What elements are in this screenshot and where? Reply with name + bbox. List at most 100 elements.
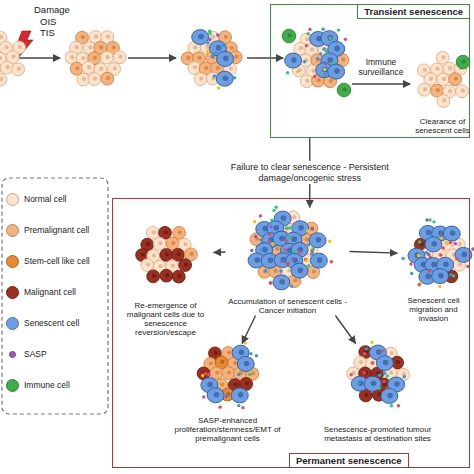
cell-nucleus — [178, 230, 182, 234]
sasp-dot — [303, 60, 306, 63]
cell-nucleus — [158, 241, 162, 245]
legend-swatch — [6, 379, 19, 392]
legend-row: Immune cell — [6, 378, 70, 392]
cell-cluster — [347, 341, 410, 408]
cell-nucleus — [146, 262, 150, 266]
sasp-dot — [268, 240, 271, 243]
tissue-cell — [160, 249, 173, 262]
senescent-cell — [443, 226, 460, 241]
cell-nucleus — [204, 66, 208, 70]
cell-nucleus — [310, 47, 314, 51]
sasp-dot — [249, 352, 252, 355]
sasp-dot — [206, 49, 209, 52]
cell-nucleus — [371, 361, 375, 365]
sasp-dot — [202, 395, 205, 398]
sasp-dot — [280, 259, 283, 262]
sasp-dot — [217, 86, 220, 89]
sasp-dot — [363, 371, 366, 374]
cell-nucleus — [190, 252, 194, 256]
sasp-dot — [323, 73, 326, 76]
cell-nucleus — [322, 67, 328, 73]
sasp-dot — [291, 257, 294, 260]
sasp-dot — [329, 36, 332, 39]
senescent-cell — [192, 30, 209, 45]
sasp-dot — [403, 375, 406, 378]
tissue-cell — [194, 73, 207, 86]
cell-nucleus — [429, 77, 433, 81]
cell-nucleus — [299, 46, 303, 50]
cell-nucleus — [389, 371, 393, 375]
cell-nucleus — [305, 37, 309, 41]
sasp-dot — [455, 257, 458, 260]
sasp-dot — [254, 235, 257, 238]
sasp-dot — [204, 372, 207, 375]
sasp-dot — [409, 262, 412, 265]
cell-nucleus — [343, 87, 347, 91]
legend-swatch — [6, 193, 19, 206]
senescent-cell — [364, 376, 381, 391]
tissue-cell — [0, 73, 7, 86]
senescent-cell — [216, 71, 233, 86]
cell-clusters — [0, 27, 474, 409]
tissue-cell — [418, 83, 431, 96]
cell-nucleus — [291, 57, 297, 63]
senescent-cell — [207, 388, 224, 403]
cell-nucleus — [0, 35, 3, 39]
cell-nucleus — [216, 45, 222, 51]
cell-nucleus — [220, 360, 224, 364]
sasp-dot — [427, 253, 430, 256]
cell-nucleus — [423, 68, 427, 72]
cell-nucleus — [462, 59, 466, 63]
cell-cluster — [197, 341, 259, 409]
senescent-cell — [432, 269, 449, 284]
cell-nucleus — [436, 88, 440, 92]
sasp-dot — [207, 373, 210, 376]
sasp-dot — [279, 270, 282, 273]
cell-nucleus — [305, 237, 309, 241]
cell-nucleus — [0, 77, 3, 81]
legend-swatch — [6, 286, 19, 299]
cell-nucleus — [251, 371, 255, 375]
sasp-dot — [432, 220, 435, 223]
sasp-dot — [208, 38, 211, 41]
cell-nucleus — [312, 269, 316, 273]
cell-nucleus — [443, 261, 449, 267]
sasp-dot — [259, 214, 262, 217]
senescent-cell — [309, 233, 326, 248]
frame-title: Transient senescence — [357, 5, 469, 19]
sasp-dot — [298, 250, 301, 253]
sasp-dot — [269, 282, 272, 285]
cell-nucleus — [4, 45, 8, 49]
cell-nucleus — [177, 252, 181, 256]
cell-nucleus — [112, 45, 116, 49]
cell-nucleus — [329, 79, 333, 83]
sasp-dot — [269, 281, 272, 284]
sasp-dot — [307, 243, 310, 246]
legend-swatch — [9, 351, 16, 358]
cell-nucleus — [238, 392, 244, 398]
progress-arrow — [128, 57, 176, 58]
tissue-cell — [456, 85, 469, 98]
sasp-dot — [208, 29, 211, 32]
sasp-dot — [259, 238, 262, 241]
sasp-dot — [313, 75, 316, 78]
cell-nucleus — [152, 253, 156, 257]
legend-frame — [2, 178, 108, 414]
sasp-dot — [382, 380, 385, 383]
cell-nucleus — [279, 279, 285, 285]
cell-nucleus — [198, 34, 204, 40]
sasp-dot — [274, 206, 277, 209]
sasp-dot — [386, 374, 389, 377]
cell-nucleus — [227, 370, 231, 374]
sasp-dot — [285, 226, 288, 229]
sasp-dot — [290, 284, 293, 287]
cell-nucleus — [255, 257, 261, 263]
cell-state-node: Senescence-promoted tumour metastasis at… — [318, 344, 438, 444]
sasp-dot — [466, 265, 469, 268]
cell-nucleus — [0, 56, 2, 60]
cell-nucleus — [209, 361, 213, 365]
cell-nucleus — [198, 56, 202, 60]
sasp-dot — [255, 354, 258, 357]
state-caption: Re-emergence of malignant cells due to s… — [118, 302, 214, 338]
sasp-dot — [218, 405, 221, 408]
